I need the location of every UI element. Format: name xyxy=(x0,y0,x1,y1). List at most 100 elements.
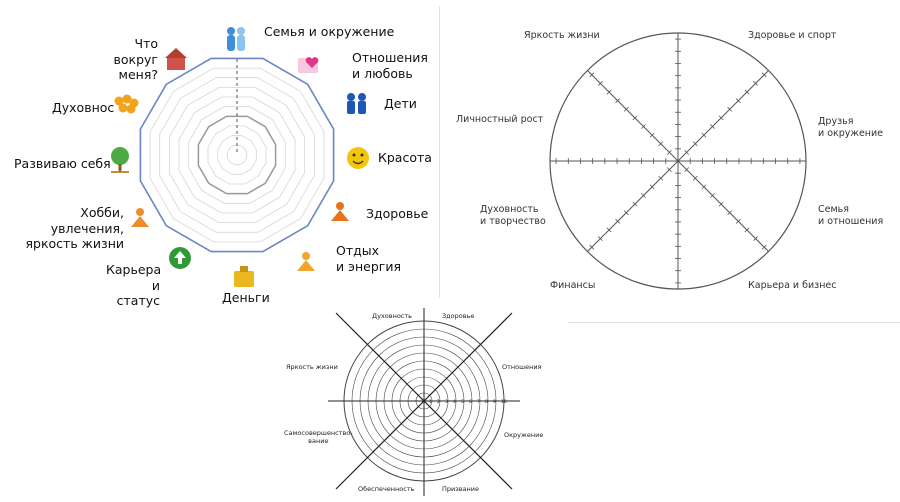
smiley-mouth xyxy=(352,160,364,165)
ring-3 xyxy=(207,125,267,185)
label-brightness: Яркость жизни xyxy=(524,30,600,41)
axis-tick xyxy=(598,81,603,86)
wheel2-graphic xyxy=(549,32,807,290)
axis-tick xyxy=(735,218,741,224)
wallet-body xyxy=(234,271,254,287)
ring-1 xyxy=(226,144,248,166)
house-roof xyxy=(165,48,187,58)
axis-tick xyxy=(632,201,638,207)
axis-tick xyxy=(735,98,741,104)
child-head xyxy=(358,93,366,101)
ring-4 xyxy=(197,115,277,195)
axis-tick xyxy=(623,106,629,112)
label-friends: Друзья и окружение xyxy=(818,116,884,139)
label3-bright: Яркость жизни xyxy=(286,363,338,371)
axis-tick xyxy=(744,89,750,95)
honey-cell xyxy=(118,103,128,113)
figure-body xyxy=(331,210,349,221)
figure-head xyxy=(336,202,344,210)
figure-body xyxy=(131,216,149,227)
wheel1-graphic xyxy=(111,27,369,287)
smiley-eye xyxy=(360,153,364,157)
label-beauty: Красота xyxy=(378,150,432,165)
outer-ring xyxy=(139,57,335,253)
axis-line xyxy=(587,70,679,162)
heart xyxy=(305,57,319,68)
figure-body xyxy=(297,260,315,271)
label3-spirit: Духовность xyxy=(372,312,412,320)
axis-tick xyxy=(623,210,629,216)
wheel2-axes xyxy=(549,32,807,290)
wheel1-rings xyxy=(139,57,335,253)
label-health-sport: Здоровье и спорт xyxy=(748,30,837,41)
label-rest: Отдых и энергия xyxy=(336,243,401,274)
figure-head xyxy=(302,252,310,260)
label-money: Деньги xyxy=(222,290,270,305)
label-kids: Дети xyxy=(384,96,417,111)
ring-8 xyxy=(159,77,315,233)
person-body xyxy=(237,35,245,51)
wallet-icon xyxy=(234,266,254,287)
axis-line xyxy=(587,160,679,252)
label-growth: Личностный рост xyxy=(456,114,544,125)
smiley-icon xyxy=(347,147,369,169)
ring-6 xyxy=(178,96,296,214)
axis-tick xyxy=(692,141,698,147)
wallet-bill xyxy=(240,266,248,272)
axis-tick xyxy=(632,115,638,121)
life-wheel-circle: Яркость жизни Здоровье и спорт Друзья и … xyxy=(440,6,900,322)
children-icon xyxy=(347,93,366,114)
scale-label: 2 xyxy=(437,399,440,405)
scale-label: 3 xyxy=(445,399,448,405)
label3-health: Здоровье xyxy=(442,312,475,320)
axis-tick xyxy=(744,227,750,233)
label3-env: Окружение xyxy=(504,431,544,439)
honey-cell xyxy=(122,94,132,104)
scale-label: 6 xyxy=(469,399,472,405)
tree-icon xyxy=(111,147,129,173)
smiley-eye xyxy=(352,153,356,157)
label3-calling: Призвание xyxy=(442,485,479,493)
ring-5 xyxy=(188,106,286,204)
axis-tick xyxy=(761,244,767,250)
figure-head xyxy=(136,208,144,216)
meditation-icon xyxy=(297,252,315,271)
label3-security: Обеспеченность xyxy=(358,485,415,493)
house-icon xyxy=(165,48,187,70)
axis-tick xyxy=(692,175,698,181)
label-around: Что вокруг меня? xyxy=(113,36,158,83)
axis-tick xyxy=(598,236,603,241)
axis-diagonal xyxy=(335,312,513,490)
axis-tick xyxy=(718,115,724,121)
axis-tick xyxy=(753,81,758,86)
child-body xyxy=(358,101,366,114)
runner-icon xyxy=(331,202,349,221)
axis-tick xyxy=(615,98,621,104)
axis-tick xyxy=(727,210,733,216)
axis-line xyxy=(677,160,769,252)
axis-tick xyxy=(761,72,767,78)
label3-relations: Отношения xyxy=(502,363,542,371)
tree-trunk xyxy=(118,164,122,171)
label-career-biz: Карьера и бизнес xyxy=(748,280,837,291)
honeycomb-icon xyxy=(114,94,139,114)
axis-tick xyxy=(701,184,707,190)
axis-tick xyxy=(615,218,621,224)
smiley-face xyxy=(347,147,369,169)
child-body xyxy=(347,101,355,114)
axis-tick xyxy=(649,132,655,138)
axis-tick xyxy=(710,193,715,198)
scale-label: 5 xyxy=(461,399,464,405)
axis-tick xyxy=(658,141,664,147)
label-finance: Финансы xyxy=(550,280,596,291)
career-arrow xyxy=(174,251,186,264)
label-career: Карьера и статус xyxy=(106,262,162,309)
career-arrow-icon xyxy=(169,247,191,269)
house-body xyxy=(167,58,185,70)
axis-tick xyxy=(658,175,664,181)
honey-cell xyxy=(126,104,136,114)
scale-label: 10 xyxy=(501,399,507,405)
axis-tick xyxy=(727,106,733,112)
